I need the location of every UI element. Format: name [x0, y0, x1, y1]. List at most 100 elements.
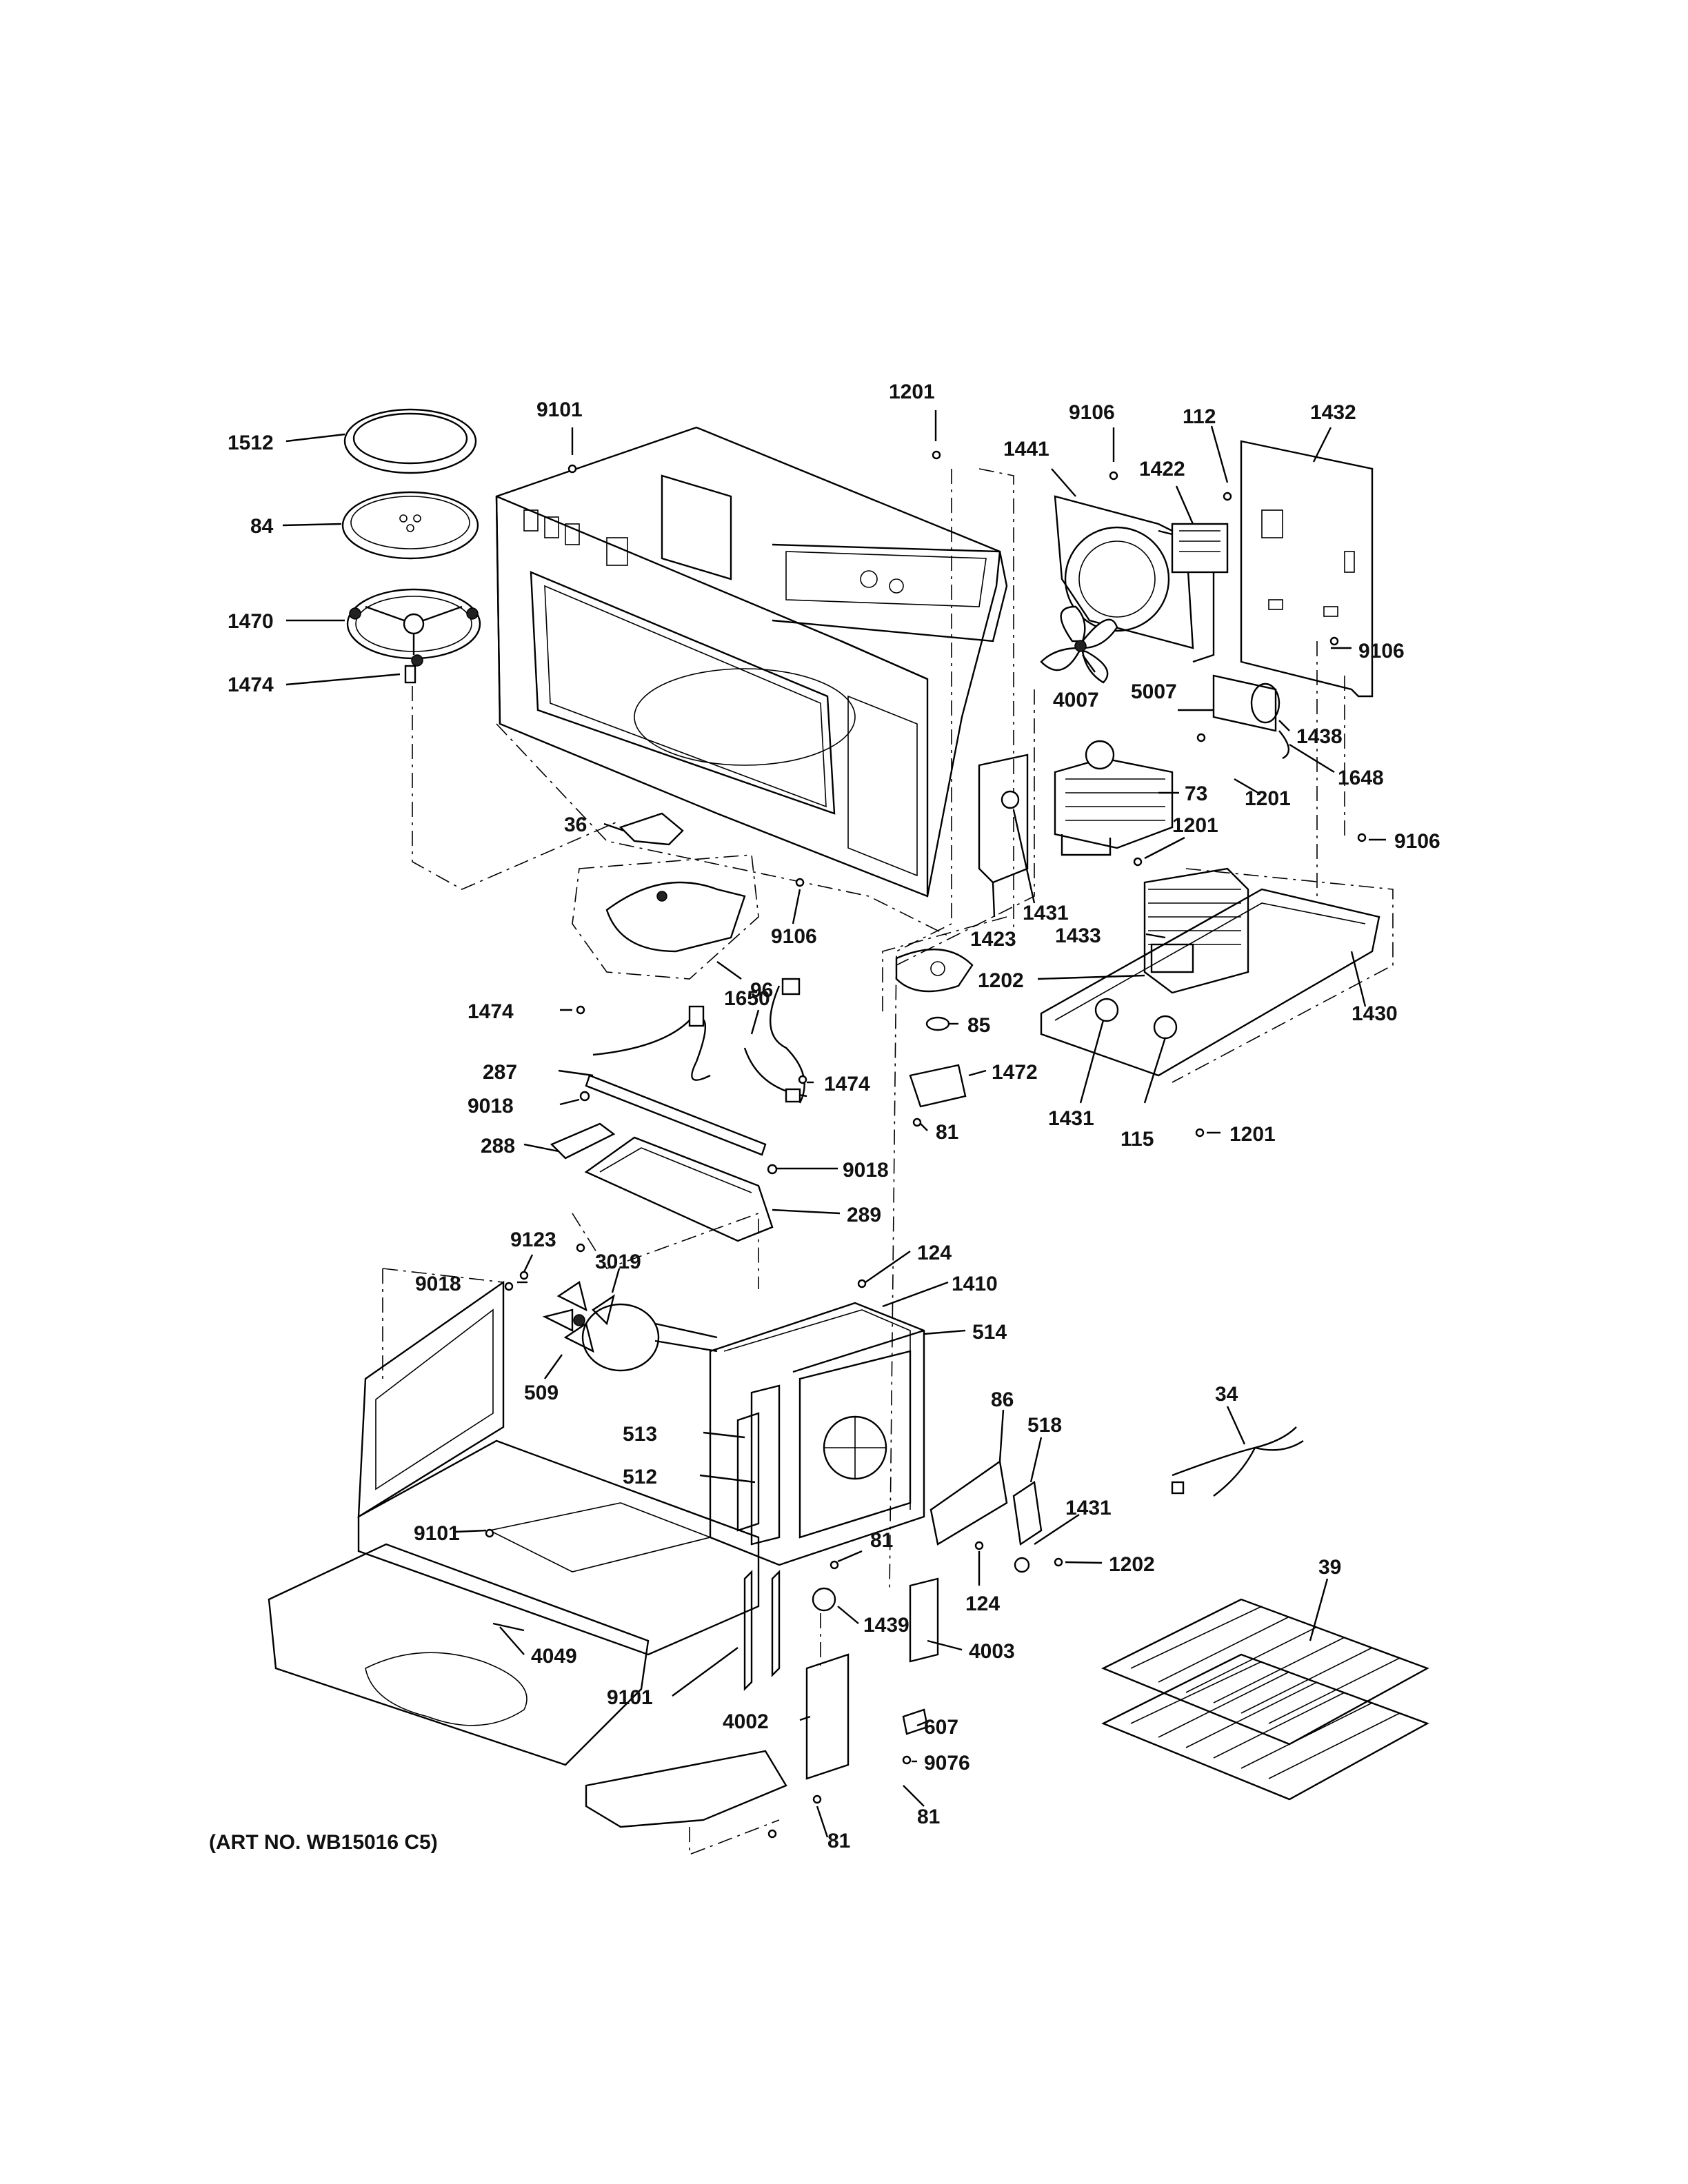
turntable-support-drawing: [341, 491, 479, 560]
callout-4002: 4002: [723, 1710, 769, 1733]
callout-1474: 1474: [824, 1073, 870, 1095]
screw-drawing: [492, 1622, 525, 1632]
callout-514: 514: [972, 1321, 1007, 1344]
callout-512: 512: [623, 1466, 657, 1488]
callout-288: 288: [481, 1135, 515, 1157]
heater-rod-drawing: [585, 1074, 767, 1156]
turntable-tray-drawing: [343, 408, 477, 474]
dash-line: [889, 469, 952, 1593]
cover-289-detail: [599, 1147, 752, 1193]
transformer-drawing: [1143, 867, 1249, 994]
callout-9101: 9101: [414, 1522, 460, 1545]
callout-1423: 1423: [970, 928, 1016, 951]
dash-line: [978, 468, 1014, 938]
dash-line: [882, 916, 1007, 1013]
callout-9018: 9018: [468, 1095, 514, 1118]
screw-drawings: [485, 450, 1367, 1839]
roller-ring-drawing: [346, 588, 481, 667]
harness-34-drawing: [1171, 1426, 1304, 1497]
thermostat-drawing: [1001, 790, 1020, 809]
callout-124: 124: [917, 1242, 952, 1264]
wire-harness-drawing: [592, 978, 807, 1104]
callout-1474: 1474: [228, 674, 274, 696]
rear-panel-drawing: [1240, 440, 1374, 698]
callout-1470: 1470: [228, 610, 274, 633]
callout-86: 86: [991, 1388, 1014, 1411]
callout-513: 513: [623, 1423, 657, 1446]
callout-5007: 5007: [1131, 680, 1177, 703]
callout-115: 115: [1121, 1128, 1154, 1151]
callout-1201: 1201: [889, 381, 935, 403]
dash-line: [496, 723, 952, 938]
callout-9018: 9018: [843, 1159, 889, 1182]
callout-1201: 1201: [1229, 1123, 1276, 1146]
callout-3019: 3019: [595, 1251, 641, 1273]
callout-1648: 1648: [1338, 767, 1384, 789]
switch-assembly-drawing: [743, 1570, 939, 1780]
fan-blade-drawing: [1040, 605, 1118, 684]
callout-9076: 9076: [924, 1752, 970, 1775]
cavity-drawing: [495, 426, 1008, 898]
fan-motor-drawing: [1171, 523, 1229, 574]
dash-line: [572, 1212, 759, 1289]
art-number: (ART NO. WB15016 C5): [209, 1831, 438, 1854]
leader-lines: [282, 410, 1386, 1838]
callout-1512: 1512: [228, 432, 274, 454]
callout-9106: 9106: [771, 925, 817, 948]
callout-1438: 1438: [1296, 725, 1343, 748]
callout-518: 518: [1027, 1414, 1062, 1437]
callout-73: 73: [1185, 782, 1207, 805]
callout-9123: 9123: [510, 1228, 556, 1251]
callout-1441: 1441: [1003, 438, 1049, 461]
callout-4003: 4003: [969, 1640, 1015, 1663]
callout-9106: 9106: [1358, 640, 1405, 663]
callout-81: 81: [936, 1121, 958, 1144]
callout-1201: 1201: [1172, 814, 1218, 837]
callout-1430: 1430: [1352, 1002, 1398, 1025]
callout-labels: 1512 84 1470 1474 9101 1201 9106 112 143…: [209, 381, 1440, 1854]
stirrer-drawing: [572, 812, 759, 980]
convection-fan-drawing: [542, 1281, 615, 1353]
bracket-drawing: [1212, 674, 1289, 760]
callout-289: 289: [847, 1204, 881, 1226]
callout-34: 34: [1215, 1383, 1238, 1406]
callout-9101: 9101: [536, 398, 583, 421]
callout-1422: 1422: [1139, 458, 1185, 481]
callout-1439: 1439: [863, 1614, 910, 1637]
callout-1472: 1472: [992, 1061, 1038, 1084]
callout-1410: 1410: [952, 1273, 998, 1295]
callout-287: 287: [483, 1061, 517, 1084]
callout-1432: 1432: [1310, 401, 1356, 424]
callout-9106: 9106: [1394, 830, 1440, 853]
callout-607: 607: [924, 1716, 958, 1739]
part-drawings: [268, 408, 1429, 1856]
turntable-motor-drawing: [895, 948, 974, 1108]
callout-1431: 1431: [1065, 1497, 1112, 1519]
callout-1474: 1474: [468, 1000, 514, 1023]
callout-9101: 9101: [607, 1686, 653, 1709]
callout-84: 84: [250, 515, 274, 538]
callout-1431: 1431: [1048, 1107, 1094, 1130]
bracket-288-drawing: [550, 1122, 616, 1160]
callout-509: 509: [524, 1382, 559, 1404]
magnetron-bracket-drawing: [978, 754, 1029, 884]
bottom-duct-drawing: [585, 1750, 787, 1828]
cover-289-drawing: [584, 1136, 774, 1242]
dash-line: [896, 689, 1035, 966]
callout-112: 112: [1183, 405, 1216, 428]
coupler-path: [412, 686, 621, 890]
dash-line: [1172, 868, 1394, 1083]
callout-124: 124: [965, 1593, 1000, 1615]
callout-96: 96: [750, 979, 773, 1002]
outer-case-drawing: [357, 1280, 760, 1656]
callout-1201: 1201: [1245, 787, 1291, 810]
callout-81: 81: [917, 1806, 940, 1828]
callout-36: 36: [564, 813, 587, 836]
bottom-plate-drawing: [268, 1543, 650, 1766]
callout-1431: 1431: [1023, 902, 1069, 924]
dash-line: [382, 1268, 504, 1283]
callout-1650: 1650: [724, 987, 770, 1010]
rack-drawing: [1101, 1598, 1429, 1801]
callout-85: 85: [967, 1014, 990, 1037]
